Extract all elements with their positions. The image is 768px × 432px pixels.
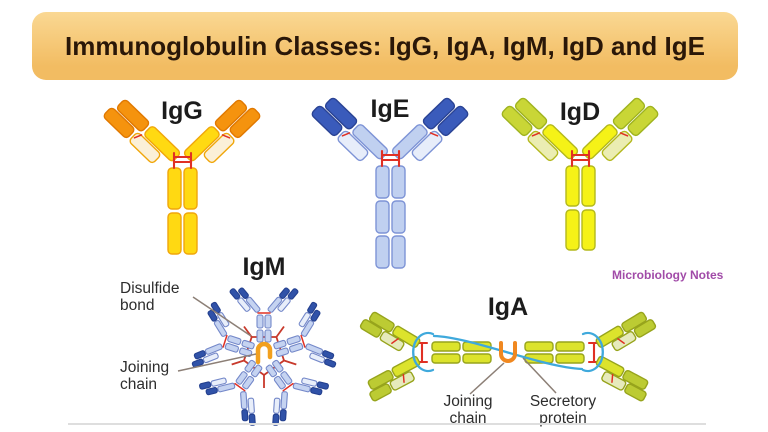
igd-label: IgD	[559, 98, 601, 126]
annotation-joining-chain-igm: Joining chain	[120, 359, 170, 393]
igd-left-arm	[501, 97, 579, 162]
igm-joining-chain	[255, 341, 273, 365]
iga-left-monomer	[358, 308, 492, 403]
ige-hinge-disulfide-bonds	[380, 149, 401, 168]
igg-left-arm	[103, 99, 181, 164]
iga-secretory-protein-line	[412, 331, 604, 373]
bottom-divider	[68, 423, 706, 425]
title-banner: Immunoglobulin Classes: IgG, IgA, IgM, I…	[32, 12, 738, 80]
igm-monomer	[229, 283, 298, 342]
watermark-text: Microbiology Notes	[612, 268, 724, 282]
igd-hinge-disulfide-bonds	[570, 149, 591, 168]
igm-monomer	[186, 299, 263, 383]
igg-hinge-disulfide-bonds	[172, 151, 193, 170]
igg-label: IgG	[161, 97, 203, 125]
page-title: Immunoglobulin Classes: IgG, IgA, IgM, I…	[65, 30, 705, 61]
igg-antibody-diagram	[103, 95, 263, 255]
iga-label: IgA	[487, 293, 529, 321]
ige-stem	[375, 165, 406, 269]
ige-antibody-diagram	[311, 93, 471, 269]
ige-left-arm	[311, 97, 389, 162]
igg-stem	[167, 167, 198, 255]
igm-pentamer-diagram	[178, 278, 354, 430]
iga-joining-chain	[499, 341, 517, 363]
annotation-joining-chain-iga: Joining chain	[443, 393, 493, 427]
igd-antibody-diagram	[501, 93, 661, 251]
annotation-disulfide-bond: Disulfide bond	[120, 280, 180, 314]
ige-label: IgE	[370, 95, 410, 123]
igd-stem	[565, 165, 596, 251]
igm-monomer	[265, 299, 342, 383]
igm-label: IgM	[242, 253, 286, 281]
iga-dimer-diagram	[358, 303, 660, 405]
annotation-secretory-protein: Secretory protein	[529, 393, 597, 427]
